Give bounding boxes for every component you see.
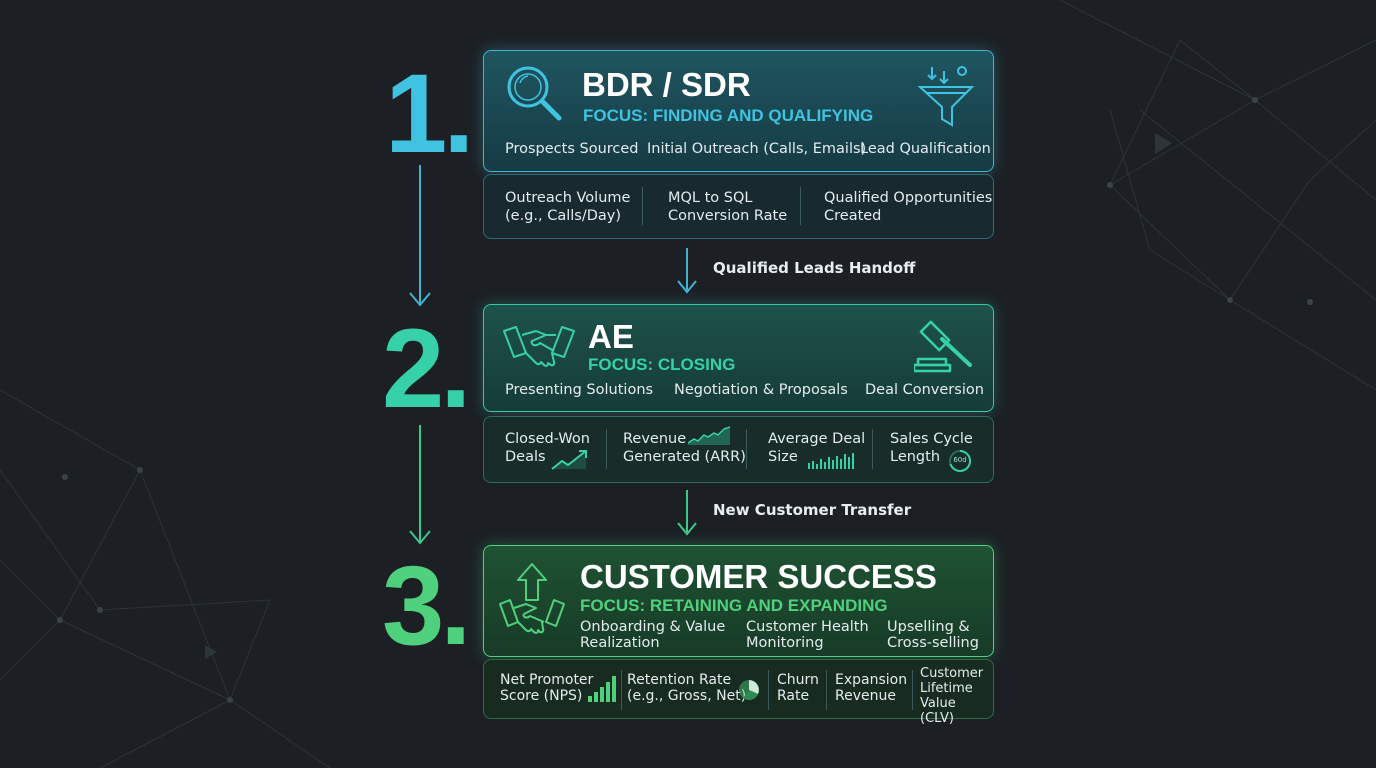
- handoff-2: New Customer Transfer: [675, 490, 911, 536]
- stage-2-activity-3: Deal Conversion: [865, 382, 984, 398]
- stage-3-activity-3: Upselling & Cross-selling: [887, 619, 979, 651]
- stage-1-focus: FOCUS: FINDING AND QUALIFYING: [583, 106, 874, 125]
- timer-badge-label: 60d: [953, 456, 967, 464]
- bar-chart-icon: [808, 453, 854, 469]
- stage-number-1: 1.: [385, 51, 474, 176]
- metric-divider: [621, 670, 622, 710]
- stage-1-metric-3: Qualified Opportunities Created: [824, 190, 993, 224]
- metric-divider: [800, 187, 801, 225]
- stage-1-activity-3: Lead Qualification: [860, 141, 991, 157]
- stage-2-activity-2: Negotiation & Proposals: [674, 382, 848, 398]
- metric-divider: [826, 670, 827, 710]
- handshake-growth-icon: [499, 563, 565, 634]
- metric-divider: [912, 670, 913, 710]
- pie-chart-icon: [739, 680, 759, 700]
- handoff-2-label: New Customer Transfer: [713, 501, 912, 519]
- metric-divider: [768, 670, 769, 710]
- stage-1-activity-1: Prospects Sourced: [505, 141, 639, 157]
- funnel-icon: [917, 66, 975, 127]
- stage-1-title: BDR / SDR: [582, 66, 751, 103]
- stage-2-activity-1: Presenting Solutions: [505, 382, 654, 398]
- stage-3-metric-2: Retention Rate (e.g., Gross, Net): [627, 672, 747, 704]
- handoff-1-label: Qualified Leads Handoff: [713, 259, 916, 277]
- stage-2-metric-4: Sales Cycle Length: [890, 431, 973, 465]
- stage-1-card: BDR / SDR FOCUS: FINDING AND QUALIFYING …: [483, 50, 994, 172]
- stage-3-title: CUSTOMER SUCCESS: [580, 558, 937, 595]
- stage-2-metric-3: Average Deal Size: [768, 431, 866, 465]
- arrow-down-icon: [677, 490, 697, 536]
- stage-3-focus: FOCUS: RETAINING AND EXPANDING: [580, 596, 888, 615]
- timer-icon: 60d: [948, 449, 972, 473]
- stage-1-metrics-card: Outreach Volume (e.g., Calls/Day) MQL to…: [483, 174, 994, 239]
- stage-number-2: 2.: [382, 306, 471, 431]
- stage-3-metric-5: Customer Lifetime Value (CLV): [920, 666, 984, 726]
- stage-2-metric-1: Closed-Won Deals: [505, 431, 590, 465]
- stage-3-metrics-card: Net Promoter Score (NPS) Retention Rate …: [483, 659, 994, 726]
- stage-arrow-1-to-2: [409, 165, 431, 307]
- handshake-icon: [503, 326, 575, 367]
- stage-3-metric-4: Expansion Revenue: [835, 672, 908, 704]
- metric-divider: [606, 429, 607, 469]
- stage-3-activity-1: Onboarding & Value Realization: [580, 619, 726, 651]
- stage-2-focus: FOCUS: CLOSING: [588, 355, 736, 374]
- stage-3-metric-3: Churn Rate: [777, 672, 819, 704]
- stage-3-card: CUSTOMER SUCCESS FOCUS: RETAINING AND EX…: [483, 545, 994, 657]
- metric-divider: [746, 429, 747, 469]
- stage-3-metric-1: Net Promoter Score (NPS): [500, 672, 594, 704]
- stage-1-metric-1: Outreach Volume (e.g., Calls/Day): [505, 190, 631, 224]
- bar-chart-icon: [588, 676, 616, 702]
- stage-1-metric-2: MQL to SQL Conversion Rate: [668, 190, 788, 224]
- stage-number-3: 3.: [382, 543, 471, 668]
- metric-divider: [872, 429, 873, 469]
- handoff-1: Qualified Leads Handoff: [675, 248, 915, 294]
- gavel-icon: [914, 320, 972, 373]
- stage-2-card: AE FOCUS: CLOSING Presenting Solutions N…: [483, 304, 994, 412]
- metric-divider: [642, 187, 643, 225]
- stage-3-activity-2: Customer Health Monitoring: [746, 619, 869, 651]
- magnifier-icon: [507, 66, 562, 121]
- stage-2-metric-2: Revenue Generated (ARR): [623, 431, 746, 465]
- stage-arrow-2-to-3: [409, 425, 431, 545]
- stage-2-title: AE: [588, 318, 634, 355]
- trend-up-icon: [551, 450, 587, 470]
- stage-1-activity-2: Initial Outreach (Calls, Emails): [647, 141, 867, 157]
- arrow-down-icon: [677, 248, 697, 294]
- stage-2-metrics-card: Closed-Won Deals Revenue Generated (ARR)…: [483, 416, 994, 483]
- area-chart-icon: [688, 426, 731, 445]
